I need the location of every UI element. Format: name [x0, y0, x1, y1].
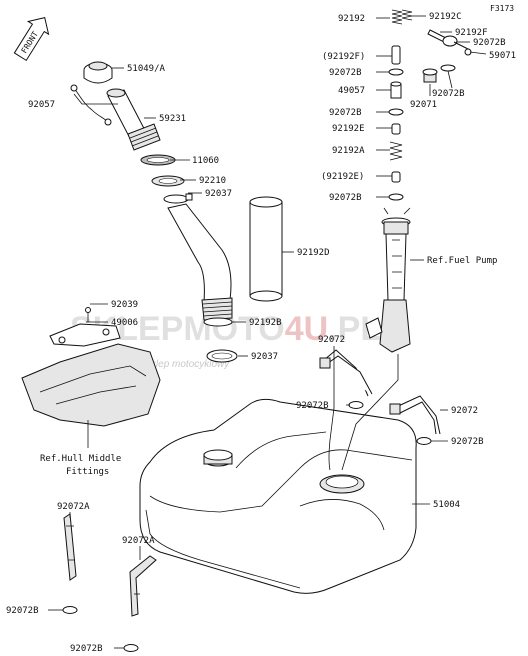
filler-neck [106, 88, 161, 151]
washer-92072b-low1 [62, 606, 78, 614]
washer-92072b-right [416, 437, 432, 445]
label-92210: 92210 [199, 176, 226, 186]
watermark-tagline: internetowy sklep motocyklowy [92, 359, 230, 370]
washer-92072b-mid [348, 401, 364, 409]
label-92037-lower: 92037 [251, 352, 278, 362]
label-49006: 49006 [111, 318, 138, 328]
label-92072b-right: 92072B [451, 437, 484, 447]
figure-code: F3173 [490, 4, 514, 13]
strap-92072a-1 [63, 513, 77, 581]
label-92192c: 92192C [429, 12, 462, 22]
o-ring-11060 [140, 154, 176, 166]
washer-92072b-l3 [388, 193, 404, 201]
label-51049: 51049/A [127, 64, 166, 74]
label-92072b-low1: 92072B [6, 606, 39, 616]
label-51004: 51004 [433, 500, 460, 510]
front-arrow: FRONT [13, 17, 50, 62]
label-92072b-mid: 92072B [296, 401, 329, 411]
hose-92192e-1 [391, 123, 401, 135]
nipple-49057 [390, 81, 402, 99]
ref-hull-line1: Ref.Hull Middle [40, 454, 121, 464]
nut-92210 [151, 175, 185, 187]
leader-lines [48, 15, 487, 649]
hull-middle-fittings [21, 307, 161, 427]
label-92057: 92057 [28, 100, 55, 110]
label-92071: 92071 [410, 100, 437, 110]
label-59071: 59071 [489, 51, 516, 61]
filler-hose [167, 203, 233, 327]
label-92072b-l3: 92072B [329, 193, 362, 203]
fuel-tank-51004 [139, 398, 417, 594]
label-49057: 49057 [338, 86, 365, 96]
strap-92072-mid [319, 349, 373, 397]
label-11060: 11060 [192, 156, 219, 166]
washer-92072b-l2 [388, 108, 404, 116]
ref-fuel-pump: Ref.Fuel Pump [427, 256, 497, 266]
label-92192e-1: 92192E [332, 124, 365, 134]
label-92072a-1: 92072A [57, 502, 90, 512]
label-92072b-r2: 92072B [432, 89, 465, 99]
label-92192e-2: (92192E) [321, 172, 364, 182]
label-92039: 92039 [111, 300, 138, 310]
strap-92072-right [389, 395, 441, 435]
ref-hull-line2: Fittings [66, 467, 109, 477]
label-92072-mid: 92072 [318, 335, 345, 345]
plug-92071 [422, 68, 438, 83]
label-92072b-r1: 92072B [473, 38, 506, 48]
clamp-92037-upper [163, 193, 193, 204]
label-92192a: 92192A [332, 146, 365, 156]
breather-hose-92192d [249, 196, 283, 302]
label-59231: 59231 [159, 114, 186, 124]
spring-92192 [391, 9, 403, 25]
filler-cap [83, 61, 113, 84]
washer-92072b-low2 [123, 644, 139, 652]
label-92072b-l2: 92072B [329, 108, 362, 118]
hose-92192e-2 [391, 171, 401, 183]
label-92192f-left: (92192F) [322, 52, 365, 62]
label-92072-right: 92072 [451, 406, 478, 416]
washer-92072b-l1 [388, 68, 404, 76]
label-92192f-right: 92192F [455, 28, 488, 38]
spring-92192c [401, 9, 413, 21]
washer-92072b-r2 [440, 64, 456, 72]
label-92037-upper: 92037 [205, 189, 232, 199]
strap-92072a-2 [129, 555, 157, 617]
clamp-92037-lower [206, 349, 238, 363]
cap-tether [70, 84, 112, 126]
label-92072b-l1: 92072B [329, 68, 362, 78]
fuel-pump [365, 207, 411, 353]
spring-92192a [389, 141, 403, 161]
part-labels: 51049/A 92057 59231 11060 92210 92037 92… [6, 12, 516, 654]
label-92072b-low2: 92072B [70, 644, 103, 654]
hose-92192f-left [391, 45, 401, 65]
label-92192b: 92192B [249, 318, 282, 328]
fitting-59071 [427, 29, 472, 56]
label-92192d: 92192D [297, 248, 330, 258]
label-92192: 92192 [338, 14, 365, 24]
label-92072a-2: 92072A [122, 536, 155, 546]
